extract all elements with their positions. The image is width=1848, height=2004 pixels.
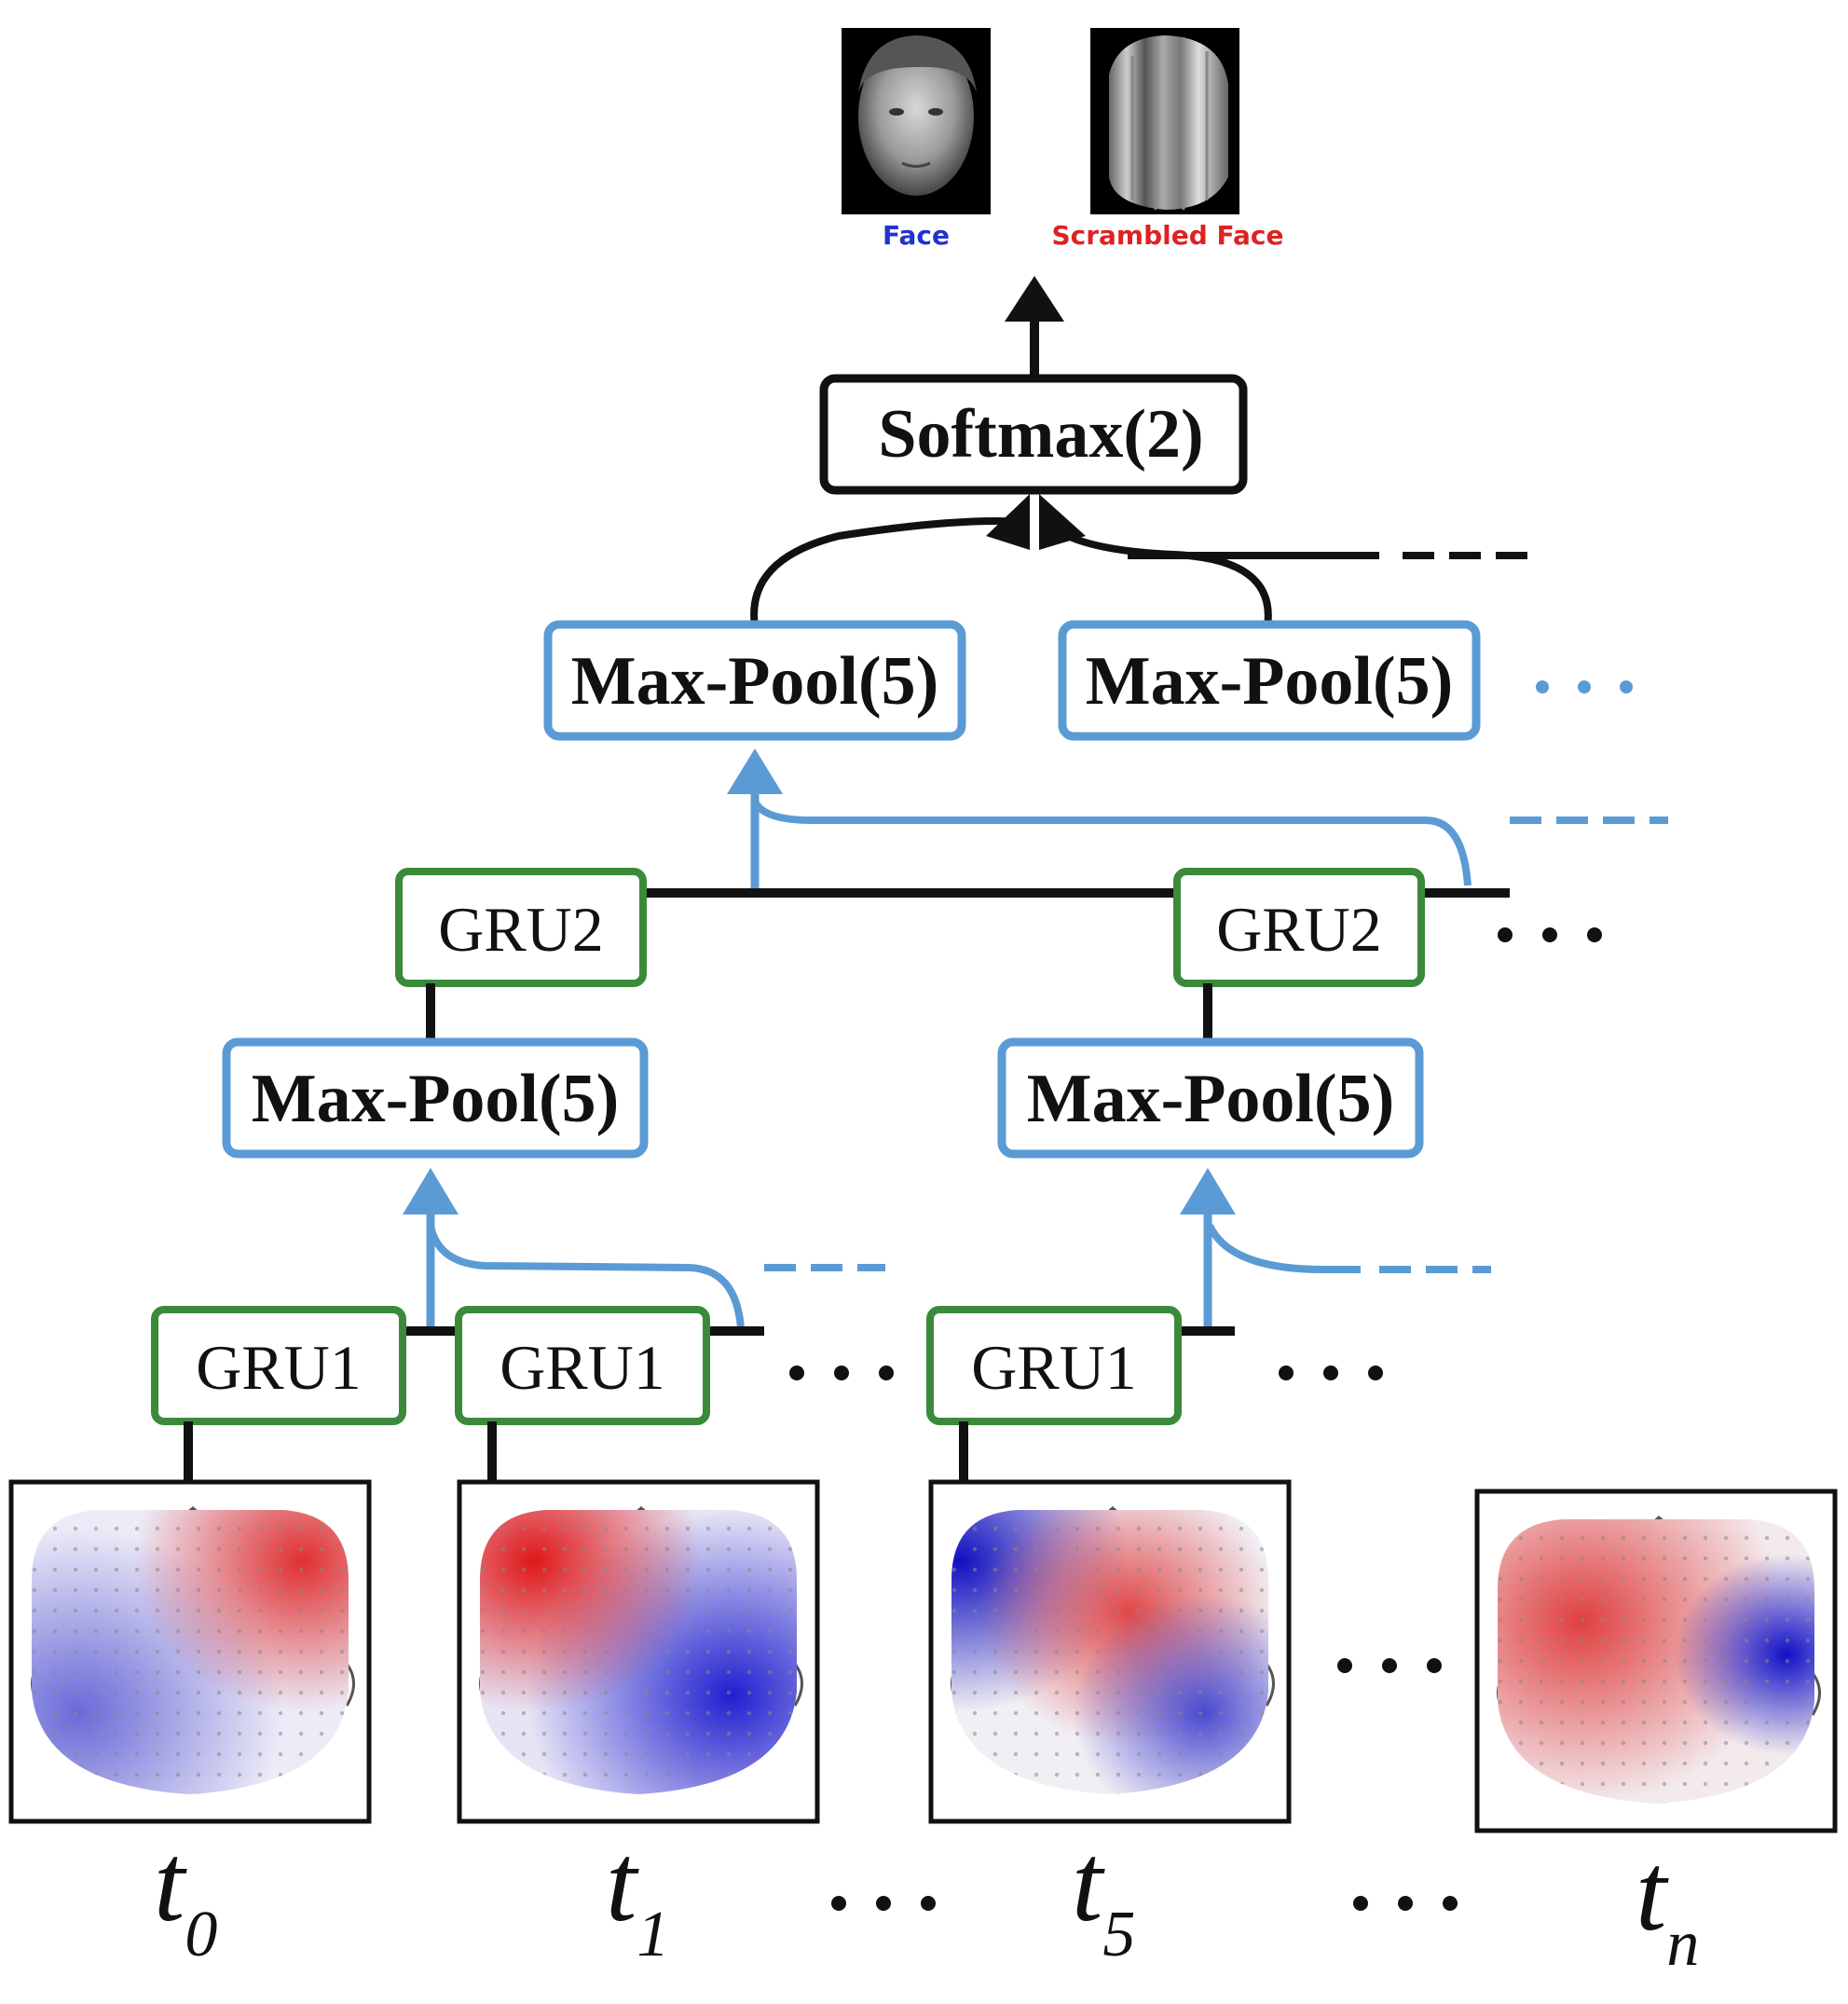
connector-maxpool-top-2-to-softmax (1045, 519, 1272, 627)
gru1-label-3: GRU1 (971, 1332, 1137, 1403)
maxpool-top-box-1 (543, 620, 966, 741)
gru2-box-1 (395, 868, 647, 987)
timestep-label-t0: t0 (154, 1820, 217, 1970)
timestep-ellipsis-1 (831, 1896, 936, 1911)
face-class-label: Face (883, 220, 950, 251)
gru1-skip-connection-2 (1206, 1224, 1361, 1273)
topomap-ellipsis (1337, 1658, 1442, 1673)
gru1-box-3 (926, 1306, 1182, 1425)
topomap-t1 (457, 1479, 820, 1824)
gru1-skip-connection-1 (427, 1225, 745, 1329)
gru2-to-maxpool-arrowhead (727, 748, 783, 794)
gru2-ellipsis (1498, 927, 1602, 942)
maxpool-mid-box-1 (222, 1037, 649, 1159)
gru2-skip-connection (751, 799, 1472, 886)
topomap-tn (1474, 1489, 1838, 1833)
maxpool-top-ellipsis (1536, 680, 1633, 693)
maxpool-mid-box-2 (997, 1037, 1424, 1159)
gru2-box-2 (1173, 868, 1425, 987)
output-arrowhead (1005, 276, 1064, 322)
face-image (842, 28, 991, 214)
scrambled-face-class-label: Scrambled Face (1051, 220, 1283, 251)
timestep-ellipsis-2 (1353, 1896, 1458, 1911)
gru1-label-1: GRU1 (196, 1332, 362, 1403)
maxpool-mid-label-1: Max-Pool(5) (252, 1061, 620, 1137)
gru2-label-2: GRU2 (1216, 894, 1382, 965)
softmax-label: Softmax(2) (878, 396, 1203, 473)
timestep-label-tn: tn (1636, 1830, 1699, 1980)
topomap-t5 (928, 1479, 1292, 1824)
gru1-box-1 (151, 1306, 406, 1425)
softmax-input-arrowhead-left (986, 494, 1030, 550)
maxpool-top-label-1: Max-Pool(5) (571, 643, 939, 720)
maxpool-top-label-2: Max-Pool(5) (1086, 643, 1454, 720)
gru1-ellipsis-1 (789, 1366, 894, 1380)
timestep-label-t1: t1 (606, 1820, 669, 1970)
gru1-to-maxpool-arrowhead-1 (403, 1168, 459, 1215)
gru1-label-2: GRU1 (500, 1332, 665, 1403)
gru2-label-1: GRU2 (438, 894, 604, 965)
topomap-t0 (8, 1479, 372, 1824)
maxpool-mid-label-2: Max-Pool(5) (1027, 1061, 1395, 1137)
connector-maxpool-top-1-to-softmax (750, 517, 1024, 627)
gru1-box-2 (455, 1306, 710, 1425)
softmax-box (819, 374, 1248, 495)
gru1-ellipsis-2 (1279, 1366, 1383, 1380)
timestep-label-t5: t5 (1072, 1820, 1135, 1970)
maxpool-top-box-2 (1058, 620, 1481, 741)
softmax-input-arrowhead-right (1039, 494, 1086, 550)
scrambled-face-image (1090, 28, 1239, 214)
gru1-to-maxpool-arrowhead-2 (1180, 1168, 1236, 1215)
